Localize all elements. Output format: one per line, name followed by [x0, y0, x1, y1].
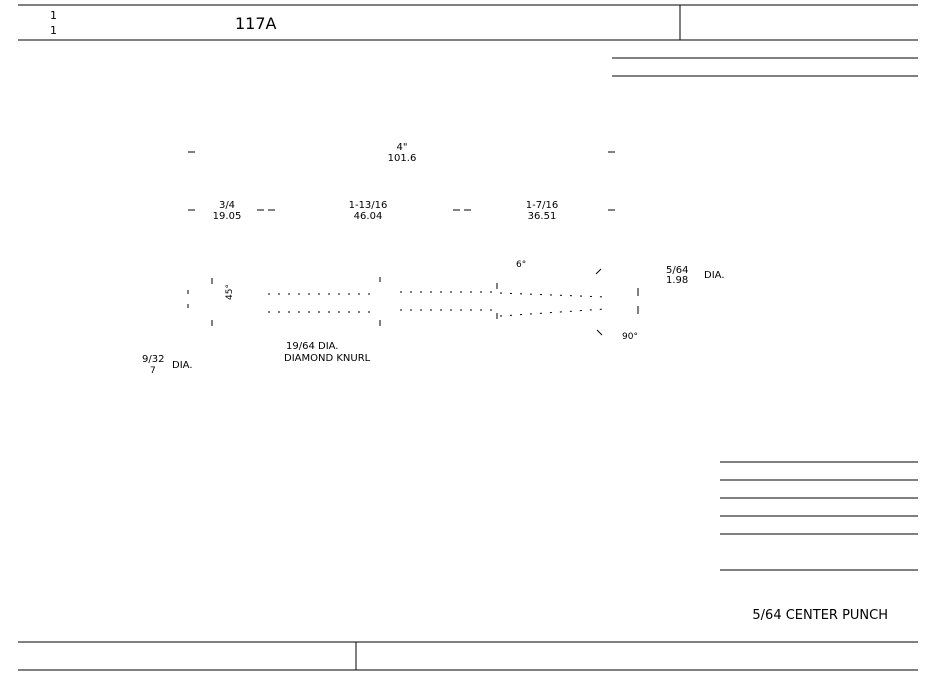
sheet-number-top: 1	[50, 9, 57, 22]
sheet-number-bottom: 1	[50, 24, 57, 37]
tool-name: 5/64 CENTER PUNCH	[752, 608, 888, 623]
segment1-mm: 19.05	[213, 211, 242, 222]
overall-dimension-mm: 101.6	[388, 153, 417, 164]
segment3-inch: 1-7/16	[526, 200, 558, 211]
part-number: 117A	[235, 14, 277, 33]
overall-dimension-inch: 4"	[397, 142, 408, 153]
overall-dimension: 4" 101.6	[188, 142, 615, 164]
title-block: 1 1 117A	[18, 4, 918, 41]
segment2-inch: 1-13/16	[349, 200, 388, 211]
tip-diameter-mm: 1.98	[666, 275, 688, 286]
head-diameter-suffix: DIA.	[172, 360, 193, 371]
segment-dimensions: 3/4 19.05 1-13/16 46.04 1-7/16 36.51	[188, 200, 615, 222]
tip-diameter-suffix: DIA.	[704, 270, 725, 281]
notes-block	[720, 461, 918, 571]
head-diameter-subscript: 7	[150, 366, 156, 376]
taper-angle: 6°	[516, 260, 526, 270]
tip-diameter-inch: 5/64	[666, 265, 688, 276]
callouts: 6° 90° 5/64 1.98 DIA. 19/64 DIA. DIAMOND…	[142, 260, 725, 376]
revision-block	[612, 57, 918, 77]
knurl-diameter: 19/64 DIA.	[286, 341, 339, 352]
knurl-note: DIAMOND KNURL	[284, 353, 371, 364]
segment2-mm: 46.04	[354, 211, 383, 222]
head-diameter-fraction: 9/32	[142, 354, 164, 365]
bottom-block	[18, 641, 918, 671]
segment3-mm: 36.51	[528, 211, 557, 222]
head-chamfer-angle: 45°	[225, 284, 235, 300]
segment1-inch: 3/4	[219, 200, 235, 211]
punch-body: 45°	[187, 268, 639, 336]
point-angle: 90°	[622, 332, 638, 342]
